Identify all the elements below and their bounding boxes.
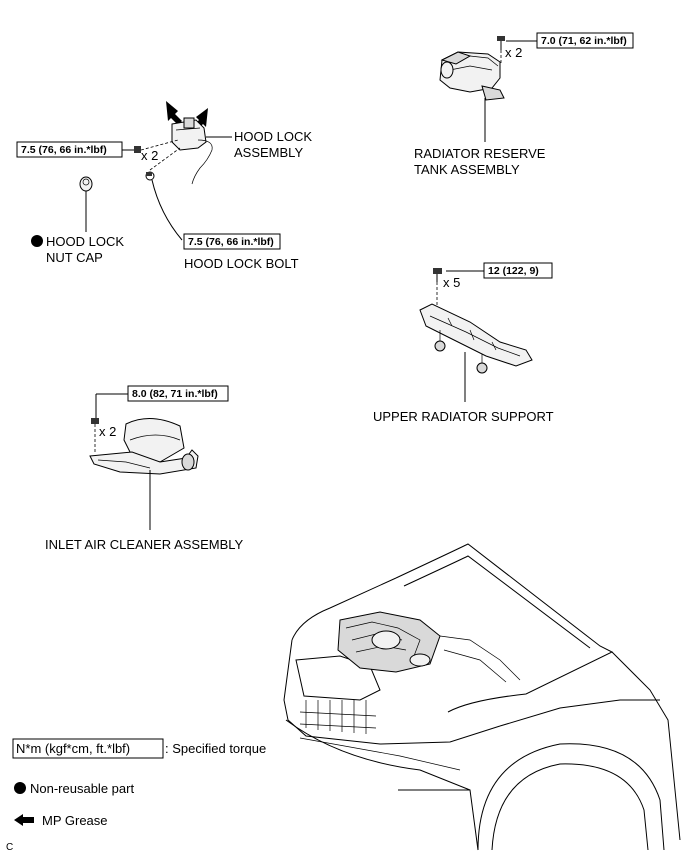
non-reusable-dot-icon <box>31 235 43 247</box>
upper-radiator-support-group: x 5 12 (122, 9) UPPER RADIATOR SUPPORT <box>373 262 554 424</box>
label-reserve-tank-line2: TANK ASSEMBLY <box>414 162 520 177</box>
label-reserve-tank: RADIATOR RESERVE TANK ASSEMBLY <box>414 146 549 177</box>
qty-upper-support: x 5 <box>443 275 460 290</box>
legend-mp-grease: MP Grease <box>42 813 108 828</box>
legend-torque-desc: : Specified torque <box>165 741 266 756</box>
legend-torque-unit: N*m (kgf*cm, ft.*lbf) <box>16 741 130 756</box>
air-cleaner-drawing <box>89 418 199 475</box>
bolt-icon <box>91 418 99 424</box>
hood-lock-group: HOOD LOCK ASSEMBLY 7.5 (76, 66 in.*lbf) … <box>16 101 316 271</box>
hood-lock-nut-cap-drawing <box>79 176 93 192</box>
legend-non-reusable: Non-reusable part <box>30 781 134 796</box>
radiator-reserve-tank-group: 7.0 (71, 62 in.*lbf) x 2 RADIATOR RESERV… <box>414 32 634 177</box>
label-hood-lock-assembly-line1: HOOD LOCK <box>234 129 312 144</box>
hood-lock-assembly-drawing <box>171 117 213 185</box>
qty-reserve-tank: x 2 <box>505 45 522 60</box>
bolt-icon <box>134 146 141 153</box>
bolt-icon <box>433 268 442 282</box>
upper-support-drawing <box>419 303 533 374</box>
legend: N*m (kgf*cm, ft.*lbf) : Specified torque… <box>6 738 266 853</box>
label-hood-lock-nut-cap: HOOD LOCK NUT CAP <box>46 234 128 265</box>
legend-grease-arrow-icon <box>14 814 34 826</box>
torque-hood-lock-bolt: 7.5 (76, 66 in.*lbf) <box>188 236 274 248</box>
torque-box-upper-support <box>483 262 553 279</box>
vehicle-front-illustration <box>283 543 681 851</box>
torque-box-hood-lock-bolt <box>183 233 281 250</box>
label-upper-support: UPPER RADIATOR SUPPORT <box>373 409 554 424</box>
torque-upper-support: 12 (122, 9) <box>488 265 539 277</box>
label-hood-lock-assembly: HOOD LOCK ASSEMBLY <box>234 129 316 160</box>
torque-reserve-tank: 7.0 (71, 62 in.*lbf) <box>541 35 627 47</box>
qty-hood-lock: x 2 <box>141 148 158 163</box>
grease-arrow-icon <box>166 101 182 125</box>
legend-torque-box <box>12 738 164 759</box>
hood-lock-bolt-icon <box>145 171 155 181</box>
label-nut-cap-line2: NUT CAP <box>46 250 103 265</box>
inlet-air-cleaner-group: 8.0 (82, 71 in.*lbf) x 2 INLET AIR CLEAN… <box>45 385 244 552</box>
label-nut-cap-line1: HOOD LOCK <box>46 234 124 249</box>
bolt-icon <box>497 36 505 50</box>
label-air-cleaner: INLET AIR CLEANER ASSEMBLY <box>45 537 244 552</box>
legend-non-reusable-dot-icon <box>14 782 26 794</box>
torque-hood-lock: 7.5 (76, 66 in.*lbf) <box>21 144 107 156</box>
footer-code: C <box>6 842 13 853</box>
label-reserve-tank-line1: RADIATOR RESERVE <box>414 146 546 161</box>
torque-air-cleaner: 8.0 (82, 71 in.*lbf) <box>132 388 218 400</box>
qty-air-cleaner: x 2 <box>99 424 116 439</box>
label-hood-lock-bolt: HOOD LOCK BOLT <box>184 256 299 271</box>
label-hood-lock-assembly-line2: ASSEMBLY <box>234 145 303 160</box>
reserve-tank-drawing <box>439 51 505 101</box>
